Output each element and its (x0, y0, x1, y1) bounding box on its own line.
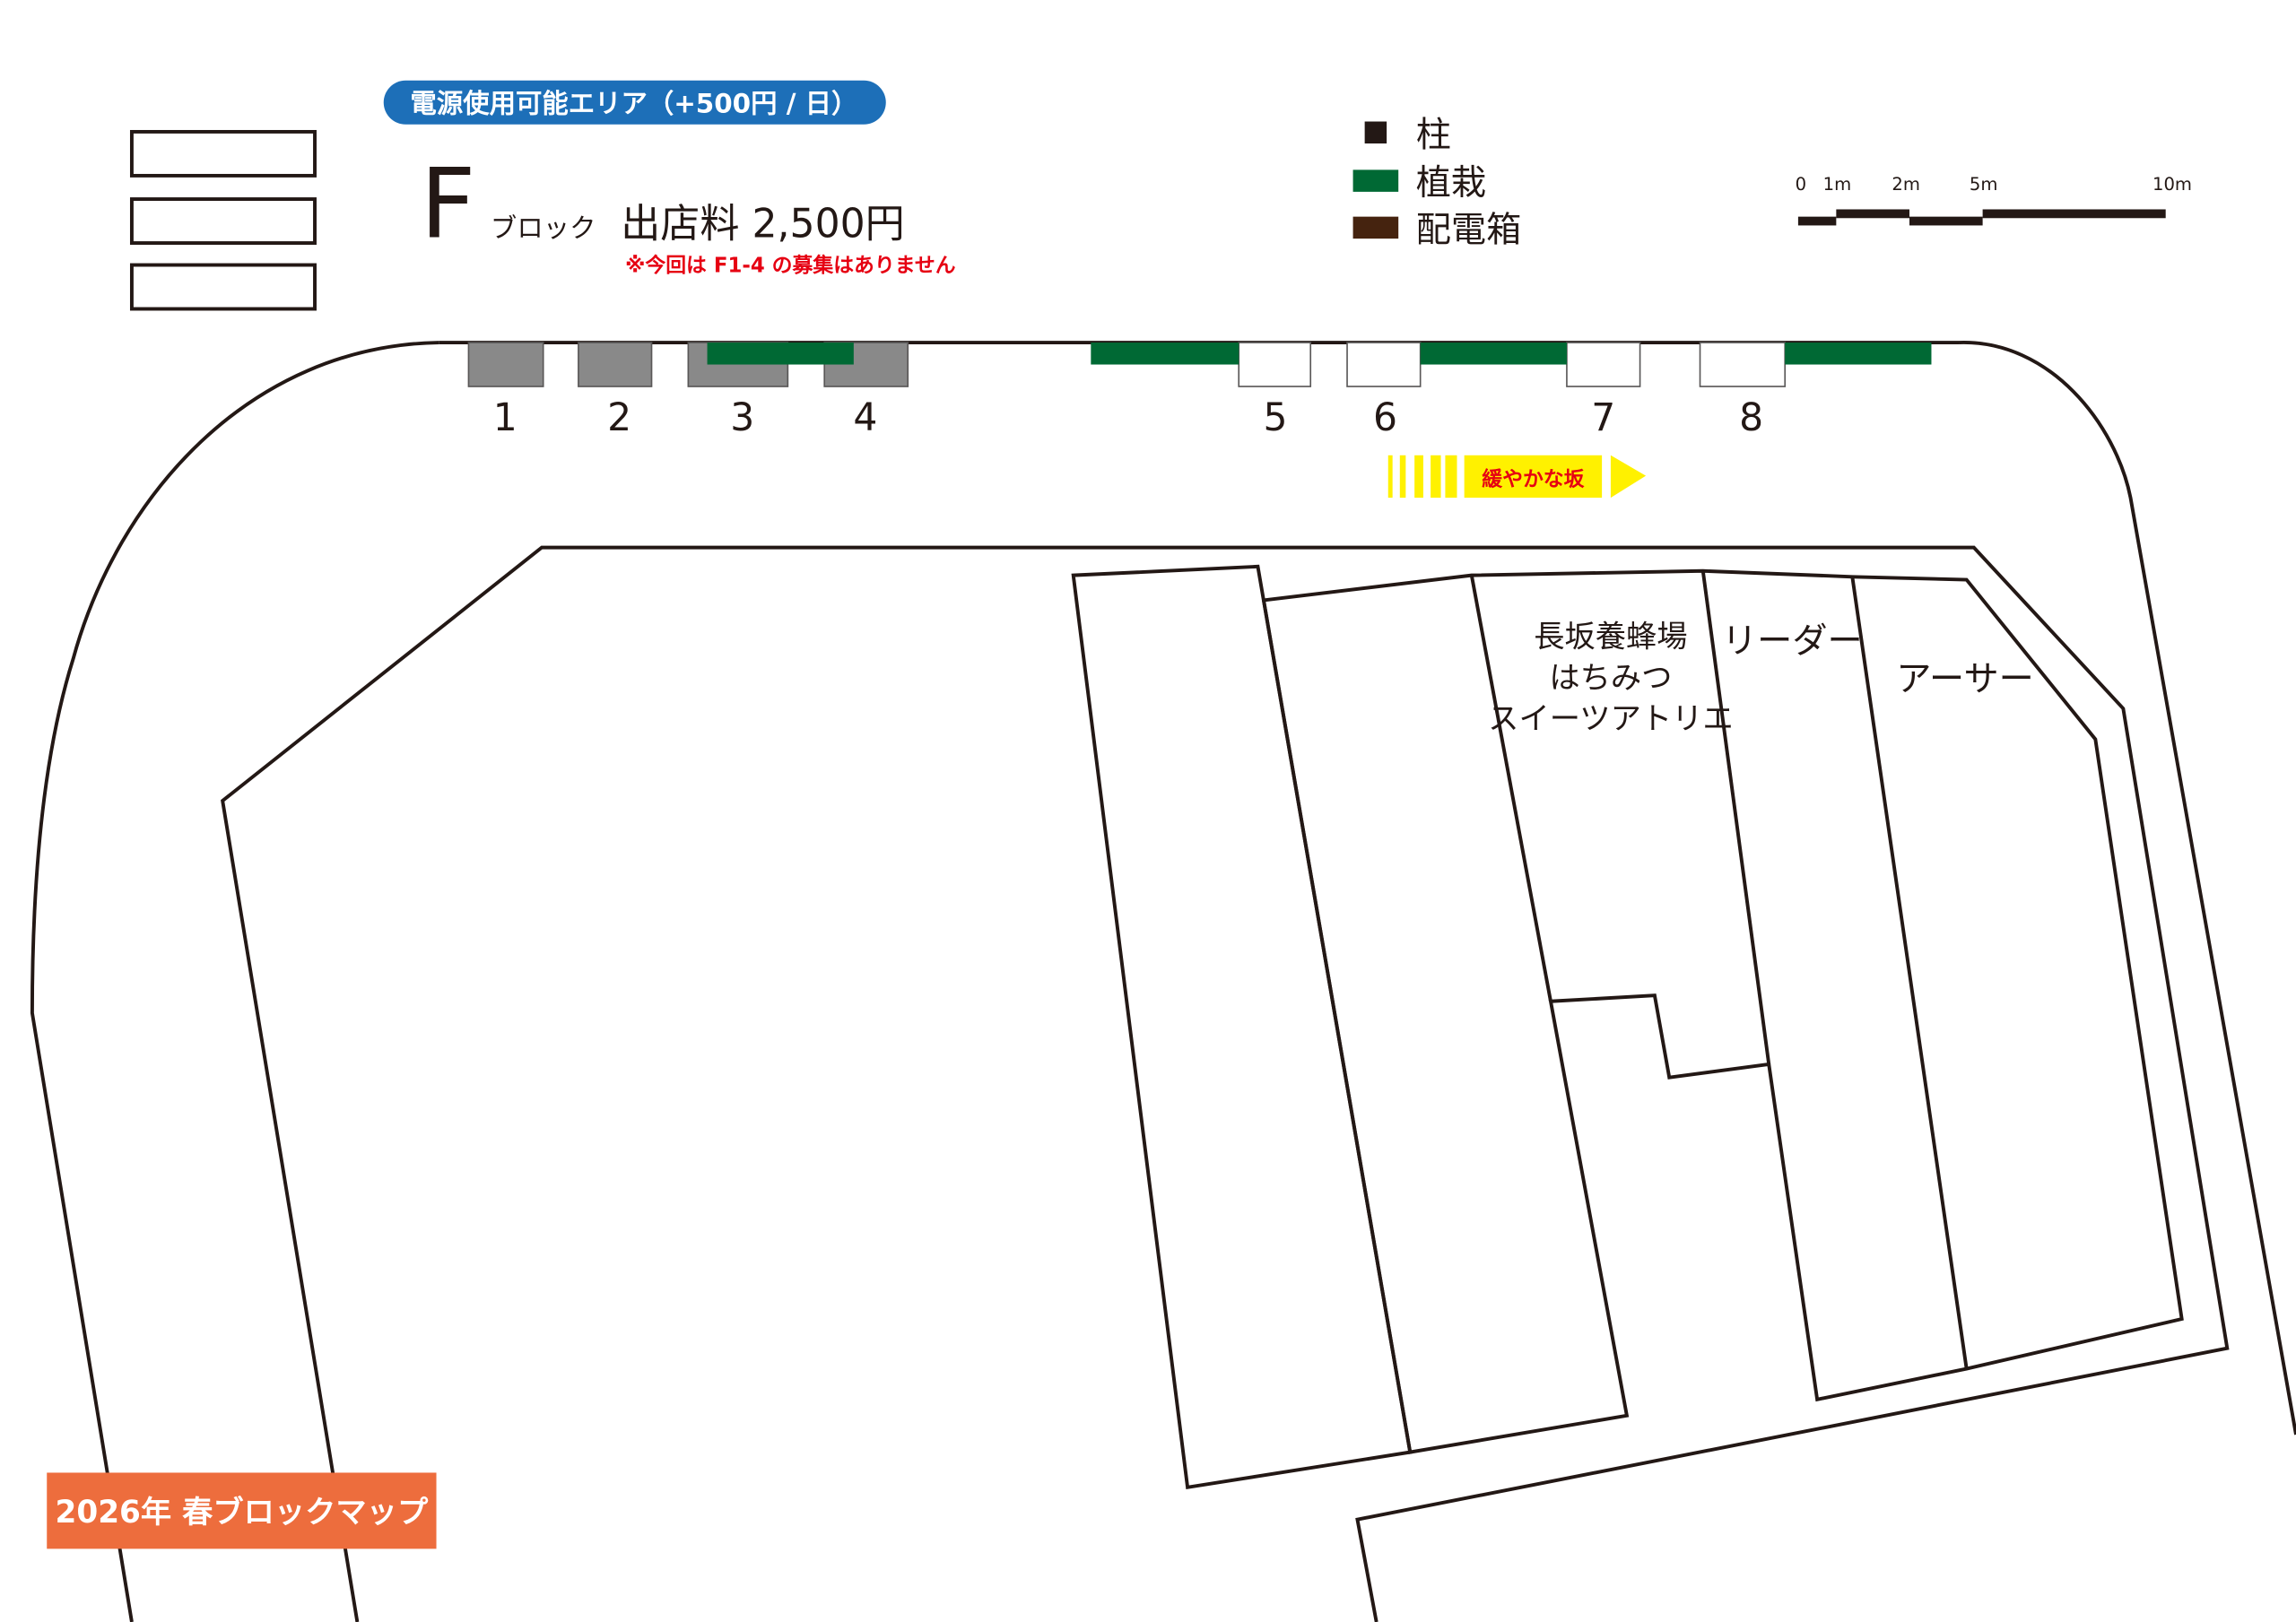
interior-stall-outline (1262, 568, 2184, 1454)
scale-bar: 0 1m 2m 5m 10m (1796, 174, 2192, 226)
stall-number: 1 (493, 396, 517, 440)
power-area-badge (383, 80, 886, 125)
stall-divider (1850, 576, 1969, 1369)
power-box-legend-icon (1352, 216, 1399, 239)
stall-number: 3 (730, 396, 754, 440)
arrow-right-icon (1610, 455, 1647, 499)
planting (1420, 343, 1567, 365)
shop-leader: リーダー (1722, 621, 1863, 662)
slope-indicator (1387, 455, 1647, 499)
stall-5[interactable] (1238, 342, 1312, 387)
slope-label-box (1464, 455, 1603, 499)
block-suffix: ブロック (491, 213, 596, 243)
stall-6[interactable] (1346, 342, 1422, 387)
stall-divider (1469, 575, 1552, 1002)
blank-box (129, 263, 317, 311)
map-title-badge (47, 1472, 437, 1549)
scale-tick: 5m (1970, 174, 1998, 195)
block-letter: F (421, 149, 476, 261)
planting-strips (707, 343, 1932, 365)
blank-box (129, 129, 317, 178)
stall-1[interactable] (467, 342, 544, 387)
map-title: 2026年 春ブロックマップ (56, 1495, 429, 1531)
pillar-legend-icon (1364, 121, 1387, 144)
scale-tick: 2m (1892, 174, 1920, 195)
shop-name-line: スイーツアトリエ (1488, 701, 1733, 737)
venue-boundary-left (30, 341, 439, 1622)
power-area-label: 電源使用可能エリア（+500円 / 日） (410, 89, 857, 119)
scale-tick: 1m (1823, 174, 1852, 195)
stall-number: 4 (853, 396, 877, 440)
slope-label: 緩やかな坂 (1482, 467, 1584, 491)
scale-tick: 0 (1796, 174, 1806, 195)
interior-stall (1071, 564, 1413, 1490)
stall-number: 5 (1264, 396, 1288, 440)
stall-number: 8 (1739, 396, 1763, 440)
venue-boundary-right (1959, 341, 2296, 1436)
planting (1091, 343, 1239, 365)
stall-8[interactable] (1699, 342, 1787, 387)
legend-power-box: 配電箱 (1416, 210, 1522, 250)
planting (707, 343, 854, 365)
stall-7[interactable] (1566, 342, 1641, 387)
planting (1785, 343, 1932, 365)
stall-number: 2 (607, 396, 631, 440)
stall-divider (1700, 570, 1771, 1065)
shop-arthur: アーサー (1896, 660, 2034, 700)
shop-name-line: はちみつ (1549, 660, 1672, 696)
stall-number: 7 (1591, 396, 1615, 440)
legend-planting: 植栽 (1416, 163, 1486, 204)
stall-number: 6 (1373, 396, 1397, 440)
recruitment-notice: ※今回は F1-4 の募集はありません (625, 254, 956, 278)
blank-box (129, 197, 317, 245)
legend-pillar: 柱 (1416, 115, 1451, 155)
inner-area-boundary (221, 545, 2230, 1622)
stall-2[interactable] (578, 342, 653, 387)
shop-name-line: 長坂養蜂場 (1534, 620, 1687, 655)
planting-legend-icon (1352, 169, 1399, 192)
scale-tick: 10m (2152, 174, 2192, 195)
stall-fee: 出店料 2,500円 (621, 202, 905, 247)
